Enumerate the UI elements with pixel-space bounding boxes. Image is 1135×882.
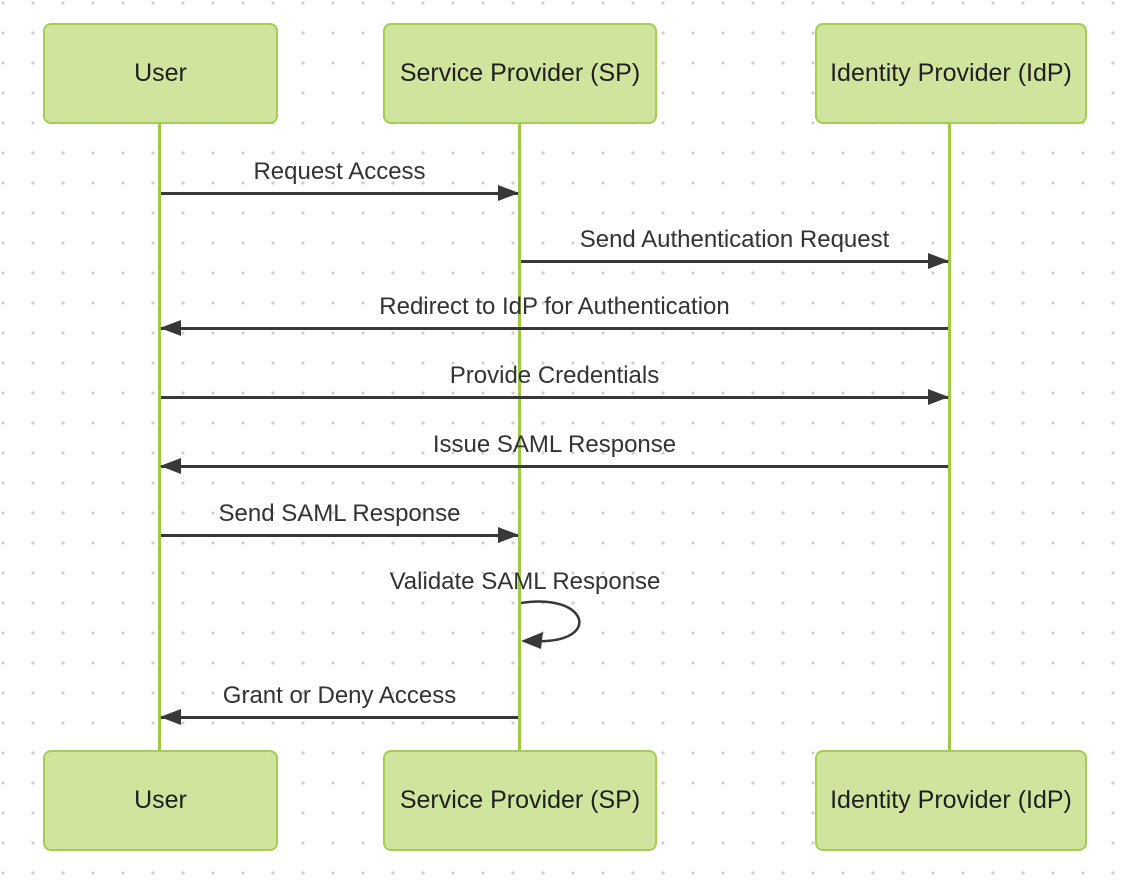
actor-box-service-provider-bottom[interactable]: Service Provider (SP) — [383, 750, 657, 851]
arrowhead-right-icon — [498, 185, 519, 201]
message-grant-or-deny-access[interactable]: Grant or Deny Access — [160, 682, 518, 725]
message-send-authentication-request[interactable]: Send Authentication Request — [521, 226, 949, 269]
actor-box-user-top[interactable]: User — [43, 23, 278, 124]
self-loop-arrowhead-icon — [521, 632, 543, 649]
actor-box-identity-provider-top[interactable]: Identity Provider (IdP) — [815, 23, 1087, 124]
lifeline-user — [158, 123, 161, 750]
message-label: Request Access — [253, 158, 426, 185]
arrowhead-left-icon — [160, 458, 181, 474]
message-redirect-to-idp[interactable]: Redirect to IdP for Authentication — [160, 293, 948, 336]
message-issue-saml-response[interactable]: Issue SAML Response — [160, 431, 948, 474]
message-label: Send SAML Response — [218, 500, 461, 527]
message-provide-credentials[interactable]: Provide Credentials — [161, 362, 949, 405]
actor-label: User — [134, 59, 187, 87]
actor-box-user-bottom[interactable]: User — [43, 750, 278, 851]
actor-label: Service Provider (SP) — [399, 786, 641, 814]
arrowhead-left-icon — [160, 709, 181, 725]
message-label: Grant or Deny Access — [222, 682, 457, 709]
actor-label: User — [134, 786, 187, 814]
message-validate-saml-response-label: Validate SAML Response — [389, 568, 661, 595]
actor-label: Identity Provider (IdP) — [830, 786, 1072, 814]
lifeline-identity-provider — [948, 123, 951, 750]
message-label: Redirect to IdP for Authentication — [379, 293, 730, 320]
self-loop-path — [520, 600, 581, 643]
actor-box-identity-provider-bottom[interactable]: Identity Provider (IdP) — [815, 750, 1087, 851]
arrowhead-right-icon — [928, 253, 949, 269]
actor-label: Service Provider (SP) — [399, 59, 641, 87]
lifeline-service-provider — [518, 123, 521, 750]
message-request-access[interactable]: Request Access — [161, 158, 519, 201]
arrowhead-left-icon — [160, 320, 181, 336]
arrowhead-right-icon — [498, 527, 519, 543]
actor-box-service-provider-top[interactable]: Service Provider (SP) — [383, 23, 657, 124]
message-label: Issue SAML Response — [432, 431, 677, 458]
actor-label: Identity Provider (IdP) — [830, 59, 1072, 87]
arrowhead-right-icon — [928, 389, 949, 405]
message-label: Provide Credentials — [449, 362, 660, 389]
message-label: Send Authentication Request — [579, 226, 890, 253]
message-send-saml-response[interactable]: Send SAML Response — [161, 500, 519, 543]
